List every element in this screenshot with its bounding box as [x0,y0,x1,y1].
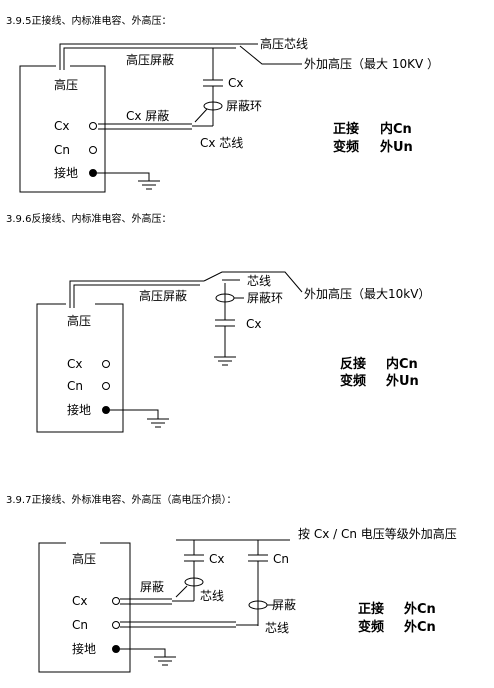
cap-label-1: Cx [228,76,243,90]
hv-cable-1-inner [63,47,236,70]
hv-shield-label-1: 高压屏蔽 [126,52,174,67]
core-label-3a: 芯线 [200,589,224,603]
value-2a: 内Cn [386,356,418,372]
core-label-2: 芯线 [247,274,271,288]
box-cx-label-2: Cx [67,357,82,371]
shield-label-3a: 屏蔽 [140,580,164,594]
section-1-heading: 3.9.5正接线、内标准电容、外高压： [6,14,171,27]
value-3b: 外Cn [403,619,436,635]
shield-ring-label-1: 屏蔽环 [226,99,262,113]
cn-terminal-3 [112,621,120,629]
box-title-1: 高压 [54,77,78,92]
mode-3b: 变频 [358,619,384,635]
shield-ring-3a [184,577,204,587]
core-wire-2 [203,271,303,293]
cx-shield-lead-3 [175,585,188,598]
diagram-3 [38,539,290,673]
section-3-heading: 3.9.7正接线、外标准电容、外高压（高电压介损）： [6,493,236,506]
shield-label-3b: 屏蔽 [272,598,296,612]
cap-cx-label-3: Cx [209,552,224,566]
instrument-box-1 [19,65,106,193]
cn-terminal-2 [102,382,110,390]
hv-shield-label-2: 高压屏蔽 [139,288,187,303]
mode-1b: 变频 [333,139,359,155]
value-2b: 外Un [385,373,419,389]
cap-label-2: Cx [246,317,261,331]
section-2-heading: 3.9.6反接线、内标准电容、外高压： [6,212,171,225]
instrument-box-2 [36,303,124,433]
cn-terminal-1 [89,146,97,154]
box-cn-label-1: Cn [54,143,70,157]
hv-cable-2-inner [73,284,200,308]
box-cn-label-3: Cn [72,618,88,632]
ground-terminal-3 [112,645,120,653]
shield-ring-label-2: 屏蔽环 [247,291,283,305]
core-label-3b: 芯线 [265,621,289,635]
hv-core-label-1: 高压芯线 [260,36,308,51]
cx-terminal-1 [89,122,97,130]
shield-ring-1 [203,101,223,111]
mode-2a: 反接 [340,356,366,372]
value-3a: 外Cn [403,601,436,617]
mode-3a: 正接 [358,601,384,617]
diagram-2 [36,271,303,433]
box-ground-label-1: 接地 [54,165,78,180]
ground-terminal-2 [102,406,110,414]
box-ground-label-3: 接地 [72,641,96,656]
ext-hv-label-2: 外加高压（最大10kV） [304,286,430,301]
mode-1a: 正接 [333,121,359,137]
hv-cable-2-outer [69,280,204,308]
cx-terminal-3 [112,597,120,605]
cap-cn-label-3: Cn [273,552,289,566]
shield-lead-1 [194,108,208,123]
diagram-1 [19,43,302,193]
ground-terminal-1 [89,169,97,177]
value-1b: 外Un [379,139,413,155]
cx-core-label-1: Cx 芯线 [200,136,243,150]
mode-2b: 变频 [340,373,366,389]
hv-cable-1-outer [59,43,240,70]
box-cx-label-1: Cx [54,119,69,133]
ground-wire-2 [109,409,159,419]
box-cx-label-3: Cx [72,594,87,608]
ext-hv-label-1: 外加高压（最大 10KV ） [304,56,439,71]
cx-shield-label-1: Cx 屏蔽 [126,109,169,123]
ground-wire-3 [119,648,166,657]
box-ground-label-2: 接地 [67,402,91,417]
value-1a: 内Cn [380,121,412,137]
ground-wire-1 [96,172,150,181]
cx-terminal-2 [102,360,110,368]
box-cn-label-2: Cn [67,379,83,393]
ext-hv-label-3: 按 Cx / Cn 电压等级外加高压 [298,526,457,541]
box-title-2: 高压 [67,313,91,328]
instrument-box-3 [38,542,131,673]
box-title-3: 高压 [72,551,96,566]
leader-ext-hv-1 [239,45,302,65]
